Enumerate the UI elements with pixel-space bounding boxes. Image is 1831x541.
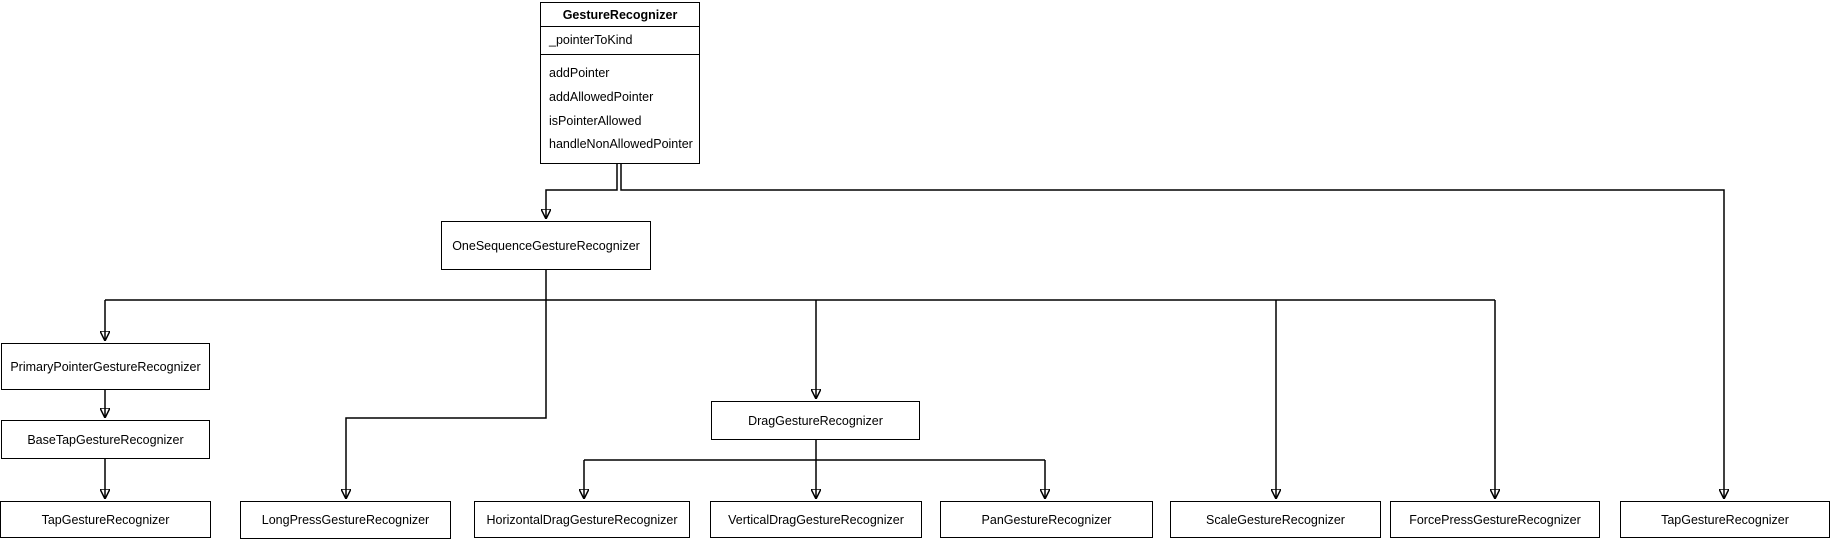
node-primary-pointer-gesture-recognizer: PrimaryPointerGestureRecognizer <box>1 343 210 390</box>
node-base-tap-gesture-recognizer: BaseTapGestureRecognizer <box>1 420 210 459</box>
node-pan-gesture-recognizer: PanGestureRecognizer <box>940 501 1153 538</box>
node-tap-gesture-recognizer-right: TapGestureRecognizer <box>1620 501 1830 538</box>
method-add-allowed-pointer: addAllowedPointer <box>549 89 654 104</box>
class-fields: _pointerToKind <box>541 27 699 55</box>
edge-gesturerecognizer-to-onesequence <box>546 164 618 218</box>
node-horizontal-drag-gesture-recognizer: HorizontalDragGestureRecognizer <box>474 501 690 538</box>
node-tap-gesture-recognizer-left: TapGestureRecognizer <box>0 501 211 538</box>
method-handle-non-allowed-pointer: handleNonAllowedPointer <box>549 137 693 152</box>
method-add-pointer: addPointer <box>549 66 610 81</box>
method-is-pointer-allowed: isPointerAllowed <box>549 113 642 128</box>
edge-onesequence-to-longpress <box>346 300 547 498</box>
field-pointer-to-kind: _pointerToKind <box>549 33 633 48</box>
node-force-press-gesture-recognizer: ForcePressGestureRecognizer <box>1390 501 1600 538</box>
node-gesture-recognizer: GestureRecognizer _pointerToKind addPoin… <box>540 2 700 164</box>
node-one-sequence-gesture-recognizer: OneSequenceGestureRecognizer <box>441 221 651 270</box>
node-scale-gesture-recognizer: ScaleGestureRecognizer <box>1170 501 1381 538</box>
edge-gesturerecognizer-to-tap-right <box>620 164 1724 498</box>
class-methods: addPointer addAllowedPointer isPointerAl… <box>541 55 699 164</box>
node-drag-gesture-recognizer: DragGestureRecognizer <box>711 401 920 440</box>
node-vertical-drag-gesture-recognizer: VerticalDragGestureRecognizer <box>710 501 922 538</box>
class-title: GestureRecognizer <box>541 3 699 27</box>
node-long-press-gesture-recognizer: LongPressGestureRecognizer <box>240 501 451 539</box>
